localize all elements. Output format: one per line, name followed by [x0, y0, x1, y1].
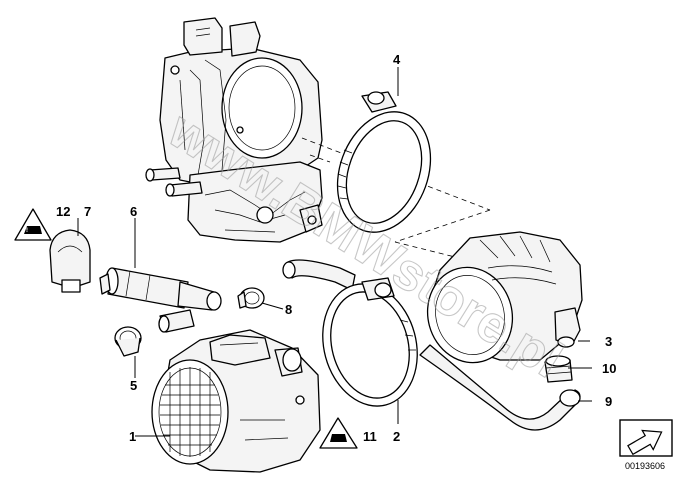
leader-lines — [77, 67, 592, 437]
callout-8: 8 — [285, 302, 292, 317]
fitting-10 — [544, 355, 573, 383]
grommet-5 — [114, 326, 142, 357]
callout-10: 10 — [602, 361, 616, 376]
hose-9 — [282, 259, 581, 431]
hose-clamp-4 — [336, 91, 432, 233]
diagram-reference-number: 00193606 — [625, 461, 665, 471]
callout-7: 7 — [84, 204, 91, 219]
hose-clamp-8 — [237, 287, 265, 309]
mesh-screen — [160, 367, 220, 457]
arrow-down-right-icon — [619, 419, 673, 457]
callout-4: 4 — [393, 52, 401, 67]
hose-clamp-2 — [322, 277, 418, 407]
callout-5: 5 — [130, 378, 137, 393]
callout-1: 1 — [129, 429, 136, 444]
callout-3: 3 — [605, 334, 612, 349]
mount-7 — [49, 229, 91, 293]
callout-9: 9 — [605, 394, 612, 409]
warning-triangle-icon: ! — [14, 208, 52, 241]
air-mass-meter-1 — [151, 329, 321, 473]
warning-triangle-icon — [319, 417, 358, 449]
callout-6: 6 — [130, 204, 137, 219]
callouts: 4 12 7 6 8 3 10 5 9 1 11 2 — [56, 52, 616, 444]
callout-2: 2 — [393, 429, 400, 444]
svg-text:!: ! — [26, 228, 28, 234]
throttle-body — [145, 17, 323, 243]
callout-11: 11 — [363, 429, 377, 444]
intake-boot-3 — [426, 231, 583, 364]
valve-6 — [99, 267, 222, 333]
callout-12: 12 — [56, 204, 70, 219]
